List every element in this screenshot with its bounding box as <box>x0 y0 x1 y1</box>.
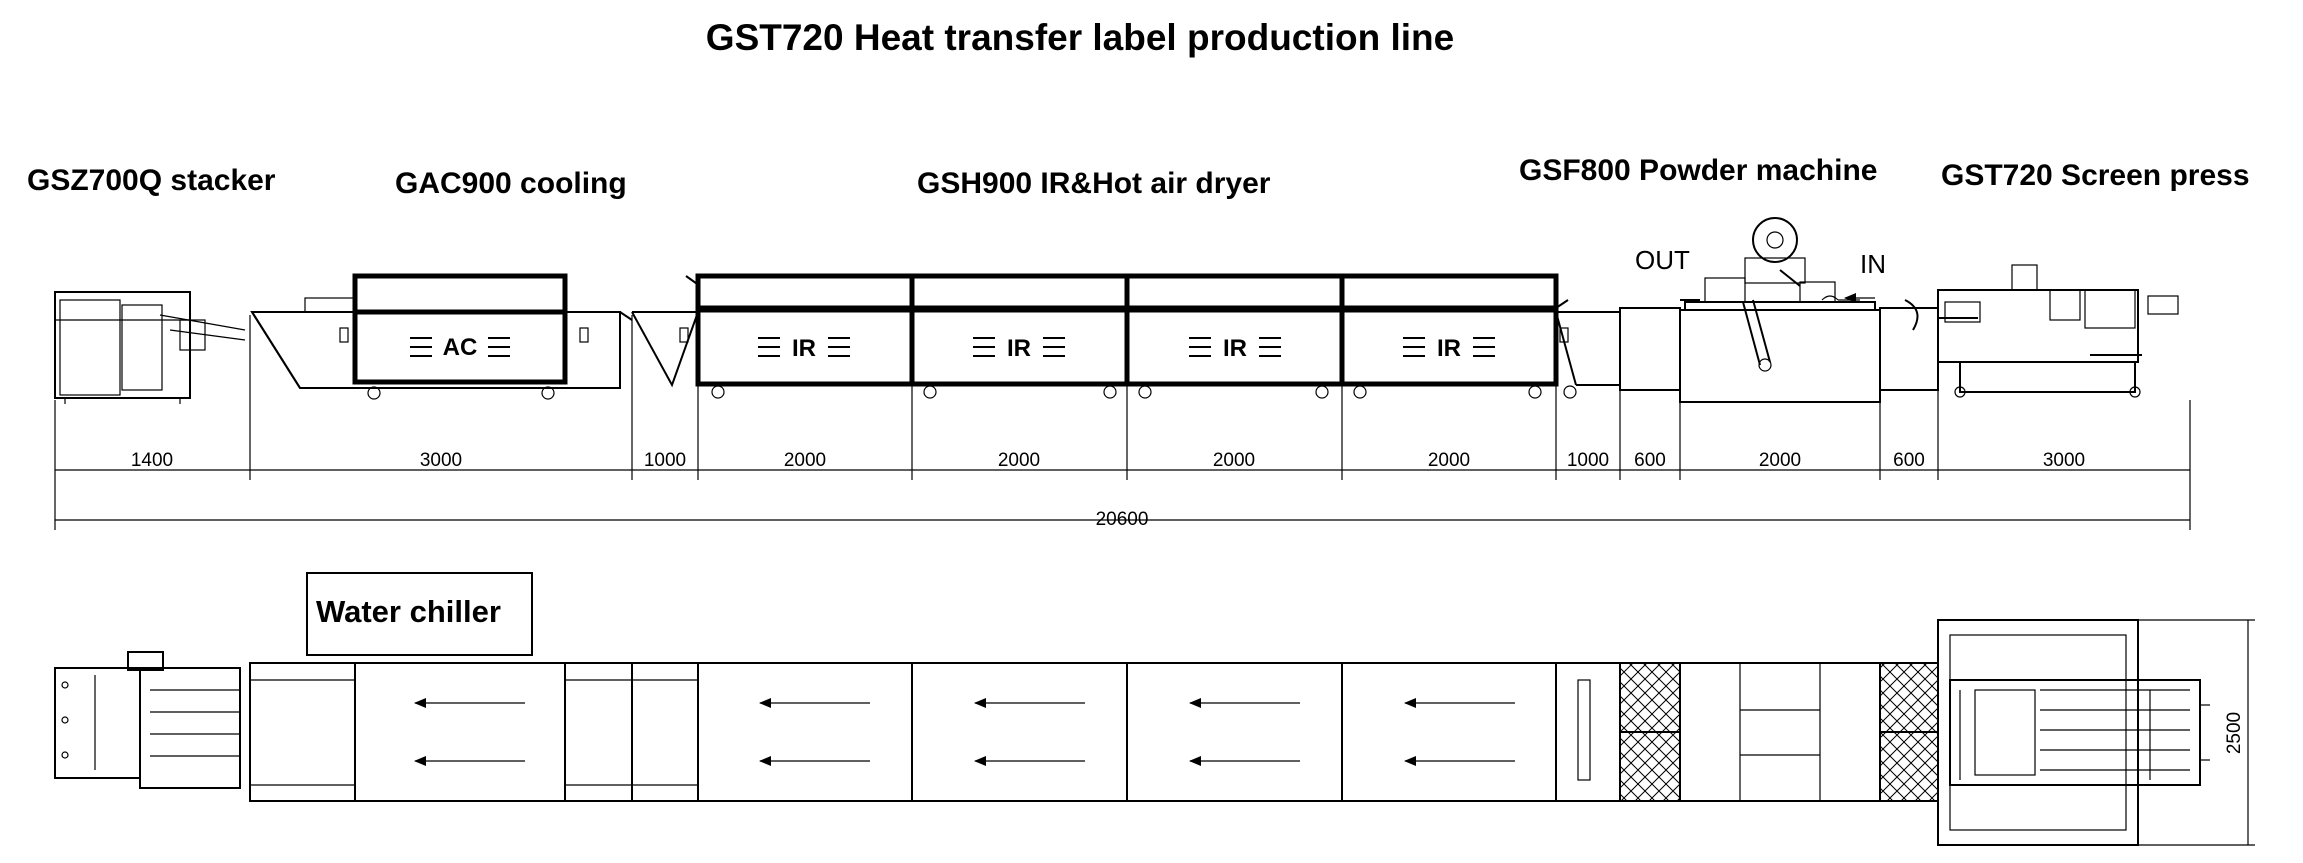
label-press: GST720 Screen press <box>1941 159 2250 192</box>
screen-press-side-view <box>1937 264 2179 398</box>
plan-view: Water chiller <box>54 572 2255 846</box>
dim-width: 2500 <box>2224 712 2245 754</box>
conveyor-600-side-view <box>1619 307 1681 391</box>
dryer-badges: IR IR IR IR <box>758 335 1495 362</box>
dimension-lines <box>54 315 2191 530</box>
label-out: OUT <box>1635 245 1690 275</box>
ir-badge-4: IR <box>1437 335 1461 362</box>
water-chiller-label: Water chiller <box>316 594 501 629</box>
powder-machine-plan <box>1679 662 1881 802</box>
dim-dryer-1: 2000 <box>784 450 826 471</box>
ir-badge-1: IR <box>792 335 816 362</box>
stacker-plan-view <box>54 651 241 789</box>
label-dryer: GSH900 IR&Hot air dryer <box>917 167 1271 200</box>
width-dimension: 2500 <box>2138 619 2255 846</box>
dim-cooling: 3000 <box>420 450 462 471</box>
diagram-title: GST720 Heat transfer label production li… <box>706 17 1454 58</box>
screen-press-plan <box>1937 619 2210 846</box>
transition-2-side-view <box>1555 311 1621 399</box>
label-powder: GSF800 Powder machine <box>1519 154 1877 187</box>
cooling-badge-bars <box>410 337 510 357</box>
mesh-conveyor-right <box>1879 662 1939 802</box>
cooling-badge-text: AC <box>443 334 478 361</box>
label-stacker: GSZ700Q stacker <box>27 164 276 197</box>
cooling-side-view: AC <box>250 273 633 400</box>
dim-press: 3000 <box>2043 450 2085 471</box>
stacker-side-view <box>54 291 246 404</box>
powder-machine-side-view <box>1679 217 1881 403</box>
dim-conveyor-2: 600 <box>1893 450 1925 471</box>
dim-stacker: 1400 <box>131 450 173 471</box>
dim-transition-2: 1000 <box>1567 450 1609 471</box>
transition-1-side-view <box>631 311 699 388</box>
dim-total: 20600 <box>1096 509 1149 530</box>
dim-dryer-4: 2000 <box>1428 450 1470 471</box>
dim-dryer-2: 2000 <box>998 450 1040 471</box>
side-elevation: AC <box>54 217 2179 404</box>
plan-flow-arrows <box>414 698 1515 766</box>
ir-badge-3: IR <box>1223 335 1247 362</box>
dimension-labels: 1400 3000 1000 2000 2000 2000 2000 1000 … <box>131 450 2085 530</box>
ir-badge-2: IR <box>1007 335 1031 362</box>
conveyor-600-right-side-view <box>1879 299 1939 391</box>
dim-transition-1: 1000 <box>644 450 686 471</box>
label-cooling: GAC900 cooling <box>395 167 627 200</box>
dim-dryer-3: 2000 <box>1213 450 1255 471</box>
dim-conveyor-1: 600 <box>1634 450 1666 471</box>
label-in: IN <box>1860 249 1886 279</box>
mesh-conveyor-left <box>1619 662 1681 802</box>
dim-powder: 2000 <box>1759 450 1801 471</box>
water-chiller-box <box>306 572 533 656</box>
